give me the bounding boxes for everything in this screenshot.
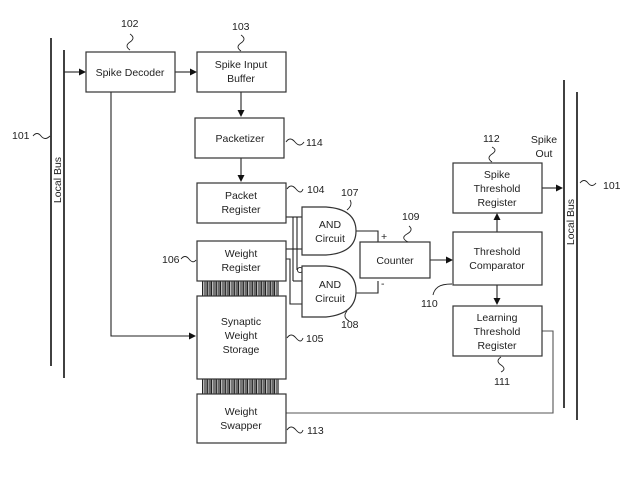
spike-threshold-register-block: Spike Threshold Register 112	[452, 133, 543, 214]
learning-threshold-register-block: Learning Threshold Register 111	[452, 305, 543, 388]
weight-swapper-label-2: Swapper	[220, 420, 262, 432]
spike-decoder-block: Spike Decoder 102	[85, 18, 176, 93]
and-circuit-1-label-2: Circuit	[315, 233, 345, 245]
ref-leader	[286, 185, 304, 193]
ref-leader	[432, 283, 453, 296]
local-bus-left-label: Local Bus	[52, 157, 64, 203]
packet-register-label-1: Packet	[225, 190, 257, 202]
ref-103: 103	[232, 21, 250, 33]
spike-input-buffer-block: Spike Input Buffer 103	[196, 21, 287, 93]
ref-leader	[346, 199, 352, 211]
synaptic-weight-storage-label-3: Storage	[223, 344, 260, 356]
packet-register-label-2: Register	[221, 204, 261, 216]
ref-112: 112	[483, 133, 500, 145]
spike-input-buffer-label-2: Buffer	[227, 73, 255, 85]
wires	[64, 68, 563, 414]
ref-leader	[286, 334, 304, 342]
learning-threshold-register-label-1: Learning	[477, 312, 518, 324]
ref-leader	[237, 34, 245, 52]
ref-leader	[403, 225, 412, 243]
ref-leader	[32, 133, 51, 139]
spike-out-label-2: Out	[536, 148, 553, 160]
ref-leader	[180, 256, 197, 263]
packet-register-block: Packet Register 104	[196, 182, 325, 224]
ref-106: 106	[162, 254, 180, 266]
spike-decoder-label: Spike Decoder	[96, 67, 165, 79]
packetizer-label: Packetizer	[215, 133, 265, 145]
ref-leader	[497, 356, 505, 373]
ref-107: 107	[341, 187, 359, 199]
ref-101-left: 101	[12, 130, 30, 142]
and-circuit-2-label-2: Circuit	[315, 293, 345, 305]
ref-113: 113	[307, 425, 324, 437]
learning-threshold-register-label-2: Threshold	[474, 326, 521, 338]
local-bus-right: Local Bus 101	[563, 80, 621, 420]
and-circuit-2-label-1: AND	[319, 279, 342, 291]
ref-109: 109	[402, 211, 420, 223]
and-circuit-1-gate: AND Circuit 107	[301, 187, 359, 256]
ref-114: 114	[306, 137, 323, 149]
ref-110: 110	[421, 298, 438, 310]
weight-bus-upper	[202, 281, 279, 296]
synaptic-weight-storage-block: Synaptic Weight Storage 105	[196, 295, 324, 380]
ref-leader	[579, 180, 597, 186]
weight-register-label-1: Weight	[225, 248, 258, 260]
threshold-comparator-label-2: Comparator	[469, 260, 525, 272]
spike-threshold-register-label-2: Threshold	[474, 183, 521, 195]
counter-label: Counter	[376, 255, 414, 267]
threshold-comparator-block: Threshold Comparator 110	[421, 231, 543, 310]
weight-swapper-label-1: Weight	[225, 406, 258, 418]
ref-101-right: 101	[603, 180, 621, 192]
ref-105: 105	[306, 333, 324, 345]
spike-input-buffer-label-1: Spike Input	[215, 59, 268, 71]
ref-leader	[488, 146, 496, 163]
spike-out-label: Spike Out	[531, 134, 557, 160]
local-bus-left: Local Bus 101	[12, 38, 65, 378]
weight-register-block: Weight Register 106	[162, 240, 287, 282]
ref-104: 104	[307, 184, 325, 196]
spike-threshold-register-label-1: Spike	[484, 169, 510, 181]
and-circuit-2-gate: AND Circuit 108	[301, 265, 359, 331]
counter-plus: +	[381, 231, 387, 243]
weight-bus-lower	[202, 379, 279, 394]
threshold-comparator-label-1: Threshold	[474, 246, 521, 258]
weight-register-label-2: Register	[221, 262, 261, 274]
and-circuit-1-label-1: AND	[319, 219, 342, 231]
packetizer-block: Packetizer 114	[194, 117, 323, 159]
ref-leader	[285, 138, 305, 146]
counter-minus: -	[381, 278, 385, 290]
ref-leader	[286, 426, 304, 434]
ref-108: 108	[341, 319, 359, 331]
ref-leader	[126, 33, 134, 51]
synaptic-weight-storage-label-2: Weight	[225, 330, 258, 342]
spike-out-label-1: Spike	[531, 134, 557, 146]
counter-block: Counter + - 109	[359, 211, 431, 290]
spike-threshold-register-label-3: Register	[477, 197, 517, 209]
weight-swapper-block: Weight Swapper 113	[196, 393, 324, 444]
ref-leader	[344, 310, 350, 322]
synaptic-weight-storage-label-1: Synaptic	[221, 316, 261, 328]
learning-threshold-register-label-3: Register	[477, 340, 517, 352]
ref-111: 111	[494, 376, 510, 388]
ref-102: 102	[121, 18, 139, 30]
local-bus-right-label: Local Bus	[565, 199, 577, 245]
